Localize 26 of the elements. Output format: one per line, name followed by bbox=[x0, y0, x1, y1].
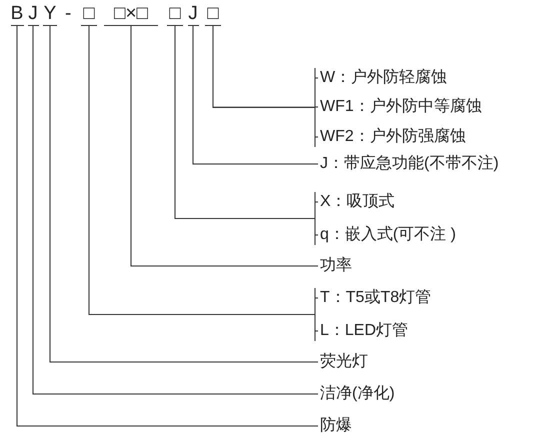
code-character: J bbox=[188, 3, 198, 26]
description-text: 防爆 bbox=[320, 416, 352, 436]
description-text: 洁净(净化) bbox=[320, 384, 395, 404]
bracket-leader-line bbox=[174, 26, 318, 246]
code-character: Y bbox=[43, 3, 57, 26]
leader-line bbox=[130, 26, 318, 266]
description-text: T：T5或T8灯管 bbox=[320, 288, 432, 308]
description-text: 荧光灯 bbox=[320, 352, 368, 372]
description-text: WF2：户外防强腐蚀 bbox=[320, 127, 466, 147]
code-character: J bbox=[28, 3, 38, 26]
description-text: W：户外防轻腐蚀 bbox=[320, 68, 448, 88]
description-text: q：嵌入式(可不注 ) bbox=[320, 225, 456, 245]
code-character: □ bbox=[205, 3, 221, 26]
description-text: WF1：户外防中等腐蚀 bbox=[320, 97, 482, 117]
bracket-leader-line bbox=[212, 26, 318, 148]
description-text: L：LED灯管 bbox=[320, 321, 408, 341]
leader-line bbox=[192, 26, 318, 164]
code-character: □ bbox=[81, 3, 97, 26]
code-character: □ bbox=[167, 3, 183, 26]
code-character: □×□ bbox=[104, 3, 158, 26]
bracket-leader-line bbox=[88, 26, 318, 342]
description-text: 功率 bbox=[320, 256, 352, 276]
description-text: J：带应急功能(不带不注) bbox=[320, 154, 499, 174]
code-character: B bbox=[10, 3, 24, 26]
separator-dash: - bbox=[65, 3, 72, 25]
description-text: X：吸顶式 bbox=[320, 192, 395, 212]
